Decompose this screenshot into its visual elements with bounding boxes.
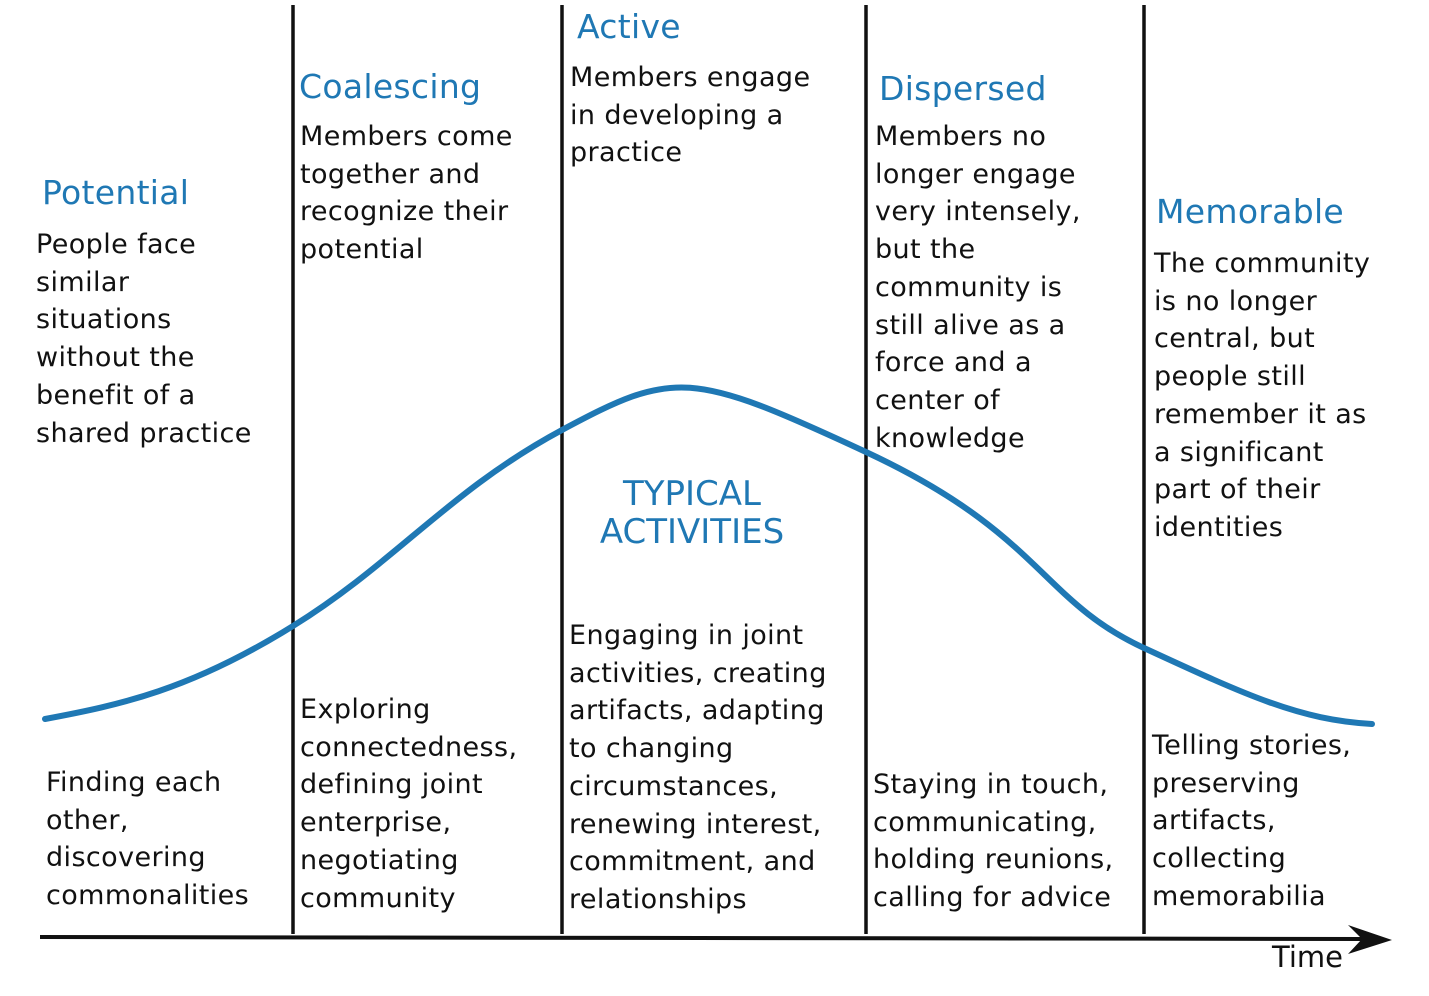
stage-activities-dispersed: Staying in touch, communicating, holding… bbox=[873, 769, 1114, 914]
stage-activities-potential: Finding each other, discovering commonal… bbox=[46, 767, 250, 912]
stage-activities-memorable: Telling stories, preserving artifacts, c… bbox=[1152, 730, 1352, 912]
stage-title-memorable: Memorable bbox=[1156, 192, 1345, 231]
time-axis-arrowhead bbox=[1348, 925, 1392, 954]
stage-description-memorable: The community is no longer central, but … bbox=[1154, 248, 1371, 543]
stage-title-potential: Potential bbox=[42, 173, 190, 212]
stage-description-active: Members engage in developing a practice bbox=[570, 62, 811, 169]
stage-description-coalescing: Members come together and recognize thei… bbox=[300, 121, 513, 266]
stage-title-coalescing: Coalescing bbox=[299, 67, 482, 106]
stage-activities-coalescing: Exploring connectedness, defining joint … bbox=[300, 694, 518, 914]
stage-description-dispersed: Members no longer engage very intensely,… bbox=[875, 121, 1081, 454]
stage-description-potential: People face similar situations without t… bbox=[36, 229, 252, 449]
stage-activities-active: Engaging in joint activities, creating a… bbox=[569, 620, 827, 915]
time-axis-label: Time bbox=[1272, 940, 1343, 974]
stage-title-dispersed: Dispersed bbox=[879, 69, 1047, 108]
stage-title-active: Active bbox=[577, 7, 681, 46]
typical-activities-label: TYPICAL ACTIVITIES bbox=[599, 474, 785, 552]
engagement-curve bbox=[42, 384, 1375, 727]
time-axis-line bbox=[39, 935, 1363, 941]
